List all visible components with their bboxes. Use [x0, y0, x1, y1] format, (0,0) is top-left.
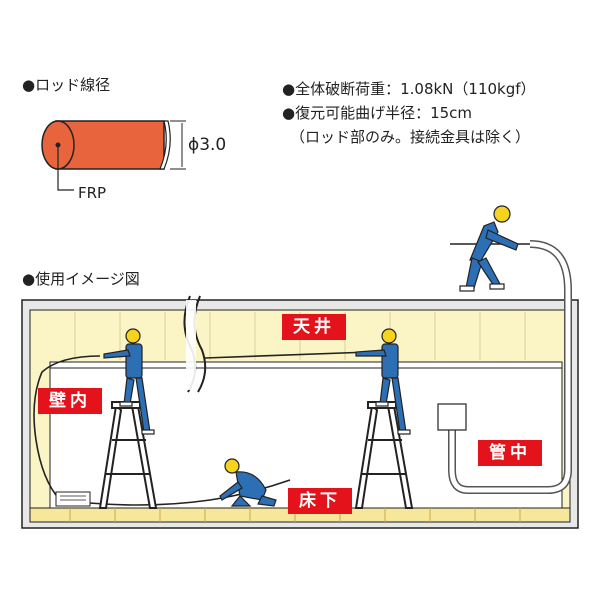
conduit-tag: 管中 — [478, 440, 542, 466]
ladder-left — [98, 401, 158, 509]
bend-radius-spec: ●復元可能曲げ半径：15cm — [282, 104, 473, 122]
usage-image-heading: ●使用イメージ図 — [22, 270, 140, 288]
rod-material-label: FRP — [78, 184, 107, 202]
worker-ceiling-right — [355, 328, 411, 435]
floor-tag: 床下 — [288, 488, 352, 514]
rod-ceiling — [41, 351, 371, 373]
rod-cross-section — [41, 120, 186, 191]
outlet-box — [55, 491, 91, 507]
conduit-pipe — [437, 240, 572, 494]
ceiling-tag: 天井 — [282, 314, 346, 340]
wall-tag: 壁内 — [38, 388, 102, 414]
worker-conduit — [450, 205, 530, 292]
worker-floor — [219, 458, 277, 507]
rod-diameter-value: ϕ3.0 — [188, 135, 227, 155]
rod-wall — [33, 371, 61, 501]
spec-note: （ロッド部のみ。接続金具は除く） — [290, 128, 531, 146]
breaking-load-spec: ●全体破断荷重：1.08kN（110kgf） — [282, 80, 536, 98]
worker-ceiling-left — [103, 328, 155, 435]
rod-diameter-heading: ●ロッド線径 — [22, 76, 111, 94]
